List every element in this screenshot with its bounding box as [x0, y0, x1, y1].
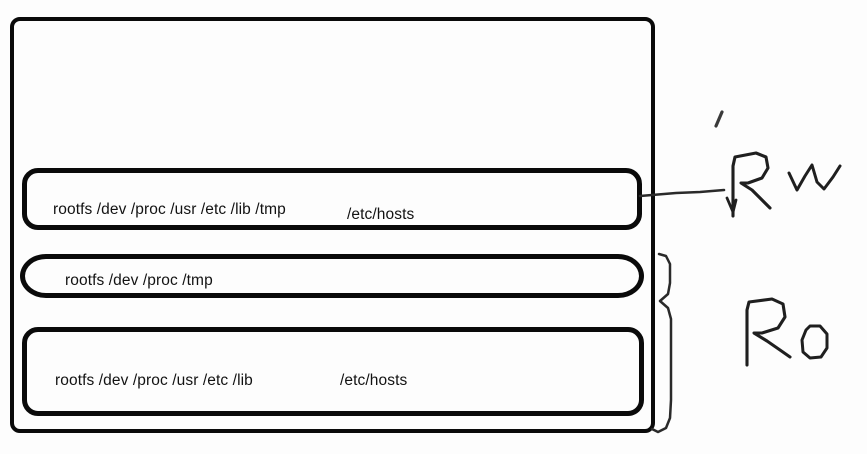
layer-box-ro-base: rootfs /dev /proc /usr /etc /lib /etc/ho… — [22, 327, 644, 416]
ro-handwritten-glyph — [745, 297, 829, 367]
layer-rw-paths: rootfs /dev /proc /usr /etc /lib /tmp — [53, 201, 286, 218]
rw-handwritten-glyph — [725, 151, 842, 218]
layer-box-rw: rootfs /dev /proc /usr /etc /lib /tmp /e… — [22, 168, 642, 230]
layer-ro-middle-paths: rootfs /dev /proc /tmp — [65, 272, 213, 289]
layer-box-ro-middle: rootfs /dev /proc /tmp — [20, 254, 644, 298]
layer-rw-extra-path: /etc/hosts — [347, 206, 415, 223]
container-outer-box — [10, 17, 655, 433]
layer-ro-base-paths: rootfs /dev /proc /usr /etc /lib — [55, 372, 253, 389]
rw-tick-icon — [714, 110, 724, 128]
layer-ro-base-extra-path: /etc/hosts — [340, 372, 408, 389]
